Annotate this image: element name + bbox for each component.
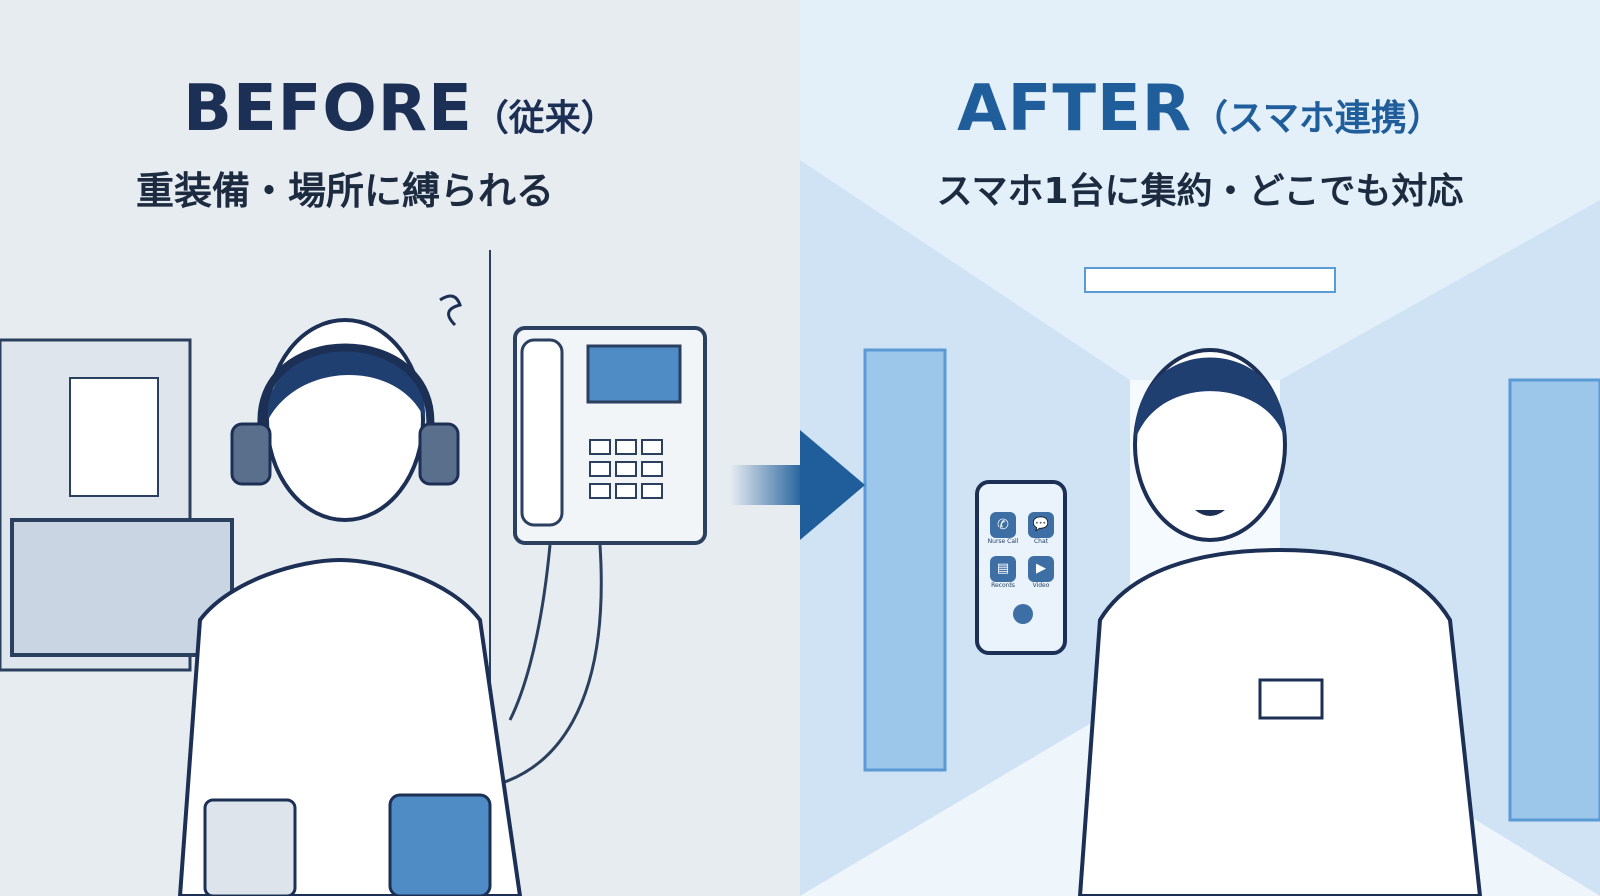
hang-up-icon[interactable] [1013,604,1033,624]
nurse-body [1077,547,1483,896]
pda-icon [388,793,492,896]
monitor-icon [10,518,234,657]
after-panel: ✆Nurse Call 💬Chat ▤Records ▶Video AFTER（… [800,0,1600,896]
before-illustration [0,250,707,896]
app-video[interactable]: ▶Video [1021,556,1061,589]
before-subtitle: 重装備・場所に縛られる [135,169,554,213]
app-nurse-call[interactable]: ✆Nurse Call [983,512,1023,545]
chat-icon: 💬 [1028,512,1054,538]
video-icon: ▶ [1028,556,1054,582]
after-heading: AFTER（スマホ連携） [800,72,1600,146]
app-records[interactable]: ▤Records [983,556,1023,589]
heading-paren: （スマホ連携） [1191,98,1443,139]
headset-icon [230,422,272,486]
app-label: Nurse Call [987,538,1019,545]
after-illustration [800,160,1600,896]
name-badge [1258,678,1324,720]
heading-text: AFTER [957,72,1192,146]
smartphone: ✆Nurse Call 💬Chat ▤Records ▶Video [975,480,1067,655]
app-label: Chat [1033,538,1049,545]
before-heading: BEFORE（従来） [0,72,800,146]
app-label: Video [1032,582,1050,589]
door [1508,378,1600,822]
heading-paren: （従来） [472,98,617,139]
arrow-right-icon [730,430,865,540]
after-subtitle: スマホ1台に集約・どこでも対応 [936,171,1464,212]
pager-icon [203,798,297,896]
door [863,348,947,772]
stress-swirl-icon [439,294,462,327]
clipboard-icon: ▤ [990,556,1016,582]
before-panel: BEFORE（従来） 重装備・場所に縛られる [0,0,800,896]
notice-paper [69,377,159,497]
app-label: Records [991,582,1015,589]
app-chat[interactable]: 💬Chat [1021,512,1061,545]
phone-icon: ✆ [990,512,1016,538]
heading-text: BEFORE [183,72,473,146]
